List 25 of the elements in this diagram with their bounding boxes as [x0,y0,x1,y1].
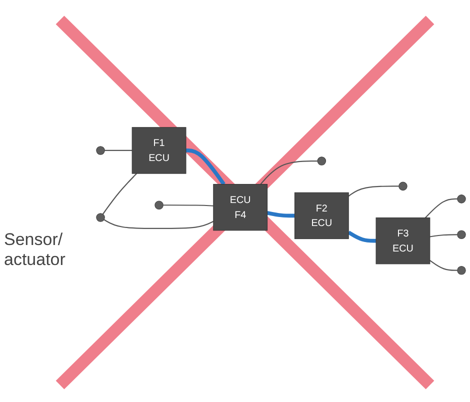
connector [186,148,226,186]
node-circle [154,200,164,210]
connector [430,260,458,271]
connector [266,211,295,218]
connector [430,234,458,238]
node-circle [457,194,466,204]
node-circle [317,156,326,166]
connector [348,186,399,197]
node-box: F2 ECU [294,192,349,240]
connector [104,150,132,152]
connector [104,219,214,230]
connector [163,204,214,206]
node-box: F1 ECU [132,127,186,174]
node-circle [457,266,466,275]
connector [348,230,376,243]
node-circle [96,146,105,155]
node-box: ECU F4 [213,184,268,231]
sensor-actuator-label: Sensor/ actuator [4,230,66,270]
node-circle [398,182,408,191]
connector [260,160,318,185]
node-circle [96,213,105,222]
connector [102,173,138,214]
node-circle [457,230,466,240]
node-box: F3 ECU [376,218,430,264]
connector [424,198,458,218]
